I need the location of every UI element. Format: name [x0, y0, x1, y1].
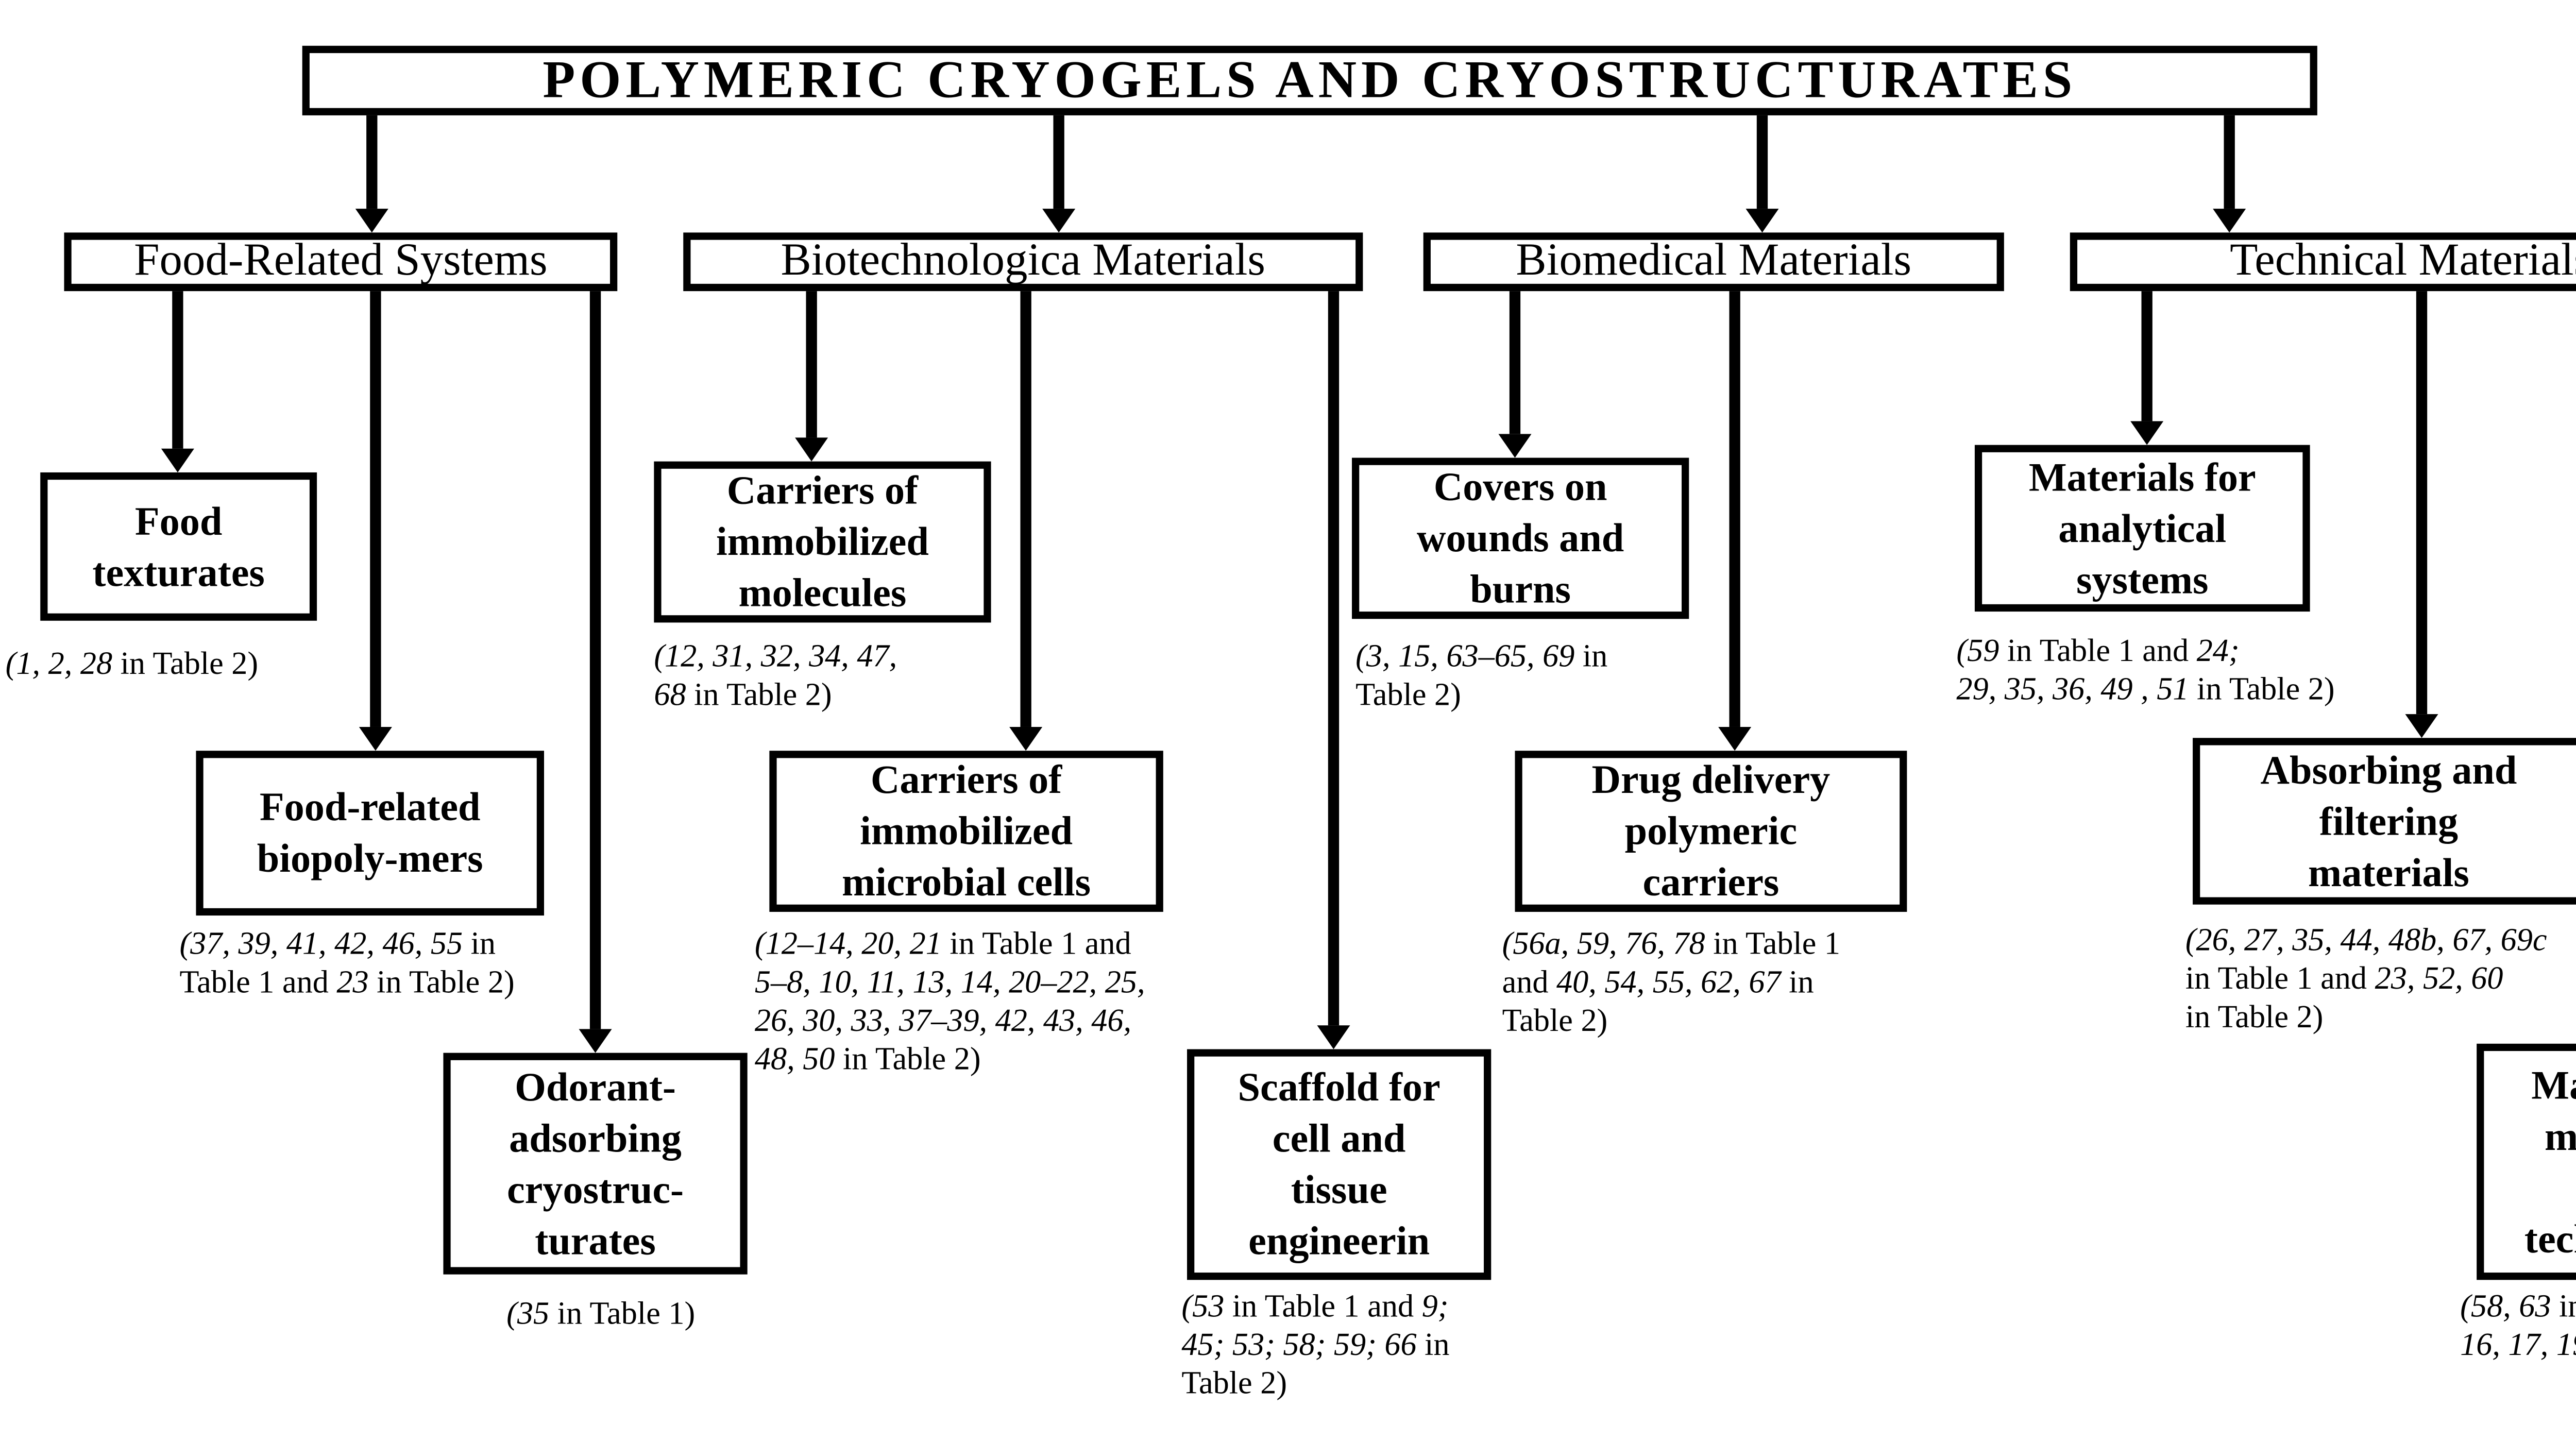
node-scaffold-cell-tissue-engineering: Scaffold for cell and tissue engineerin [1187, 1049, 1492, 1280]
arrowhead-biotech-to-scaffold [1317, 1025, 1350, 1049]
arrow-technical-to-analytical [2141, 291, 2153, 421]
node-absorbing-filtering-materials: Absorbing and filtering materials [2193, 738, 2576, 905]
arrow-biomedical-to-covers [1509, 291, 1521, 434]
node-carriers-immobilized-microbial-cells: Carriers of immobilized microbial cells [769, 751, 1163, 912]
arrowhead-root-to-biomedical [1745, 209, 1779, 233]
arrowhead-technical-to-absorbing [2405, 714, 2438, 738]
arrow-food-to-biopolymers [370, 291, 381, 727]
arrowhead-biotech-to-molecules [795, 437, 828, 462]
caption-absorbing-filtering-materials: (26, 27, 35, 44, 48b, 67, 69c in Table 1… [2185, 921, 2547, 1035]
caption-carriers-immobilized-molecules: (12, 31, 32, 34, 47, 68 in Table 2) [654, 637, 897, 713]
arrowhead-food-to-biopolymers [359, 726, 392, 751]
arrow-root-to-biomedical [1756, 115, 1768, 209]
caption-odorant-adsorbing-cryostructurates: (35 in Table 1) [506, 1294, 696, 1331]
node-odorant-adsorbing-cryostructurates: Odorant- adsorbing cryostruc- turates [443, 1053, 748, 1275]
caption-covers-wounds-burns: (3, 15, 63–65, 69 in Table 2) [1355, 637, 1608, 713]
caption-macroporous-materials-technical-aims: (58, 63 in Table 1 and 4, 16, 17, 19, 27… [2460, 1287, 2576, 1363]
arrowhead-root-to-technical [2213, 209, 2246, 233]
arrow-root-to-food [366, 115, 378, 209]
caption-scaffold-cell-tissue-engineering: (53 in Table 1 and 9; 45; 53; 58; 59; 66… [1181, 1287, 1450, 1401]
arrow-root-to-biotech [1053, 115, 1064, 209]
node-food-related-biopolymers: Food-related biopoly-mers [196, 751, 545, 916]
root-title-box: POLYMERIC CRYOGELS AND CRYOSTRUCTURATES [302, 45, 2317, 115]
caption-materials-analytical-systems: (59 in Table 1 and 24; 29, 35, 36, 49 , … [1956, 632, 2335, 707]
arrow-root-to-technical [2224, 115, 2235, 209]
arrowhead-biotech-to-microbial [1009, 726, 1043, 751]
arrow-food-to-odorant [589, 291, 601, 1029]
node-macroporous-materials-technical-aims: Macroporous materials of various technic… [2477, 1043, 2576, 1280]
arrow-food-to-texturates [172, 291, 183, 449]
branch-food-related-systems: Food-Related Systems [64, 232, 618, 292]
arrowhead-technical-to-analytical [2130, 421, 2164, 445]
arrowhead-biomedical-to-drug [1718, 726, 1752, 751]
caption-food-texturates: (1, 2, 28 in Table 2) [5, 645, 259, 682]
arrow-biotech-to-scaffold [1328, 291, 1340, 1026]
node-drug-delivery-polymeric-carriers: Drug delivery polymeric carriers [1515, 751, 1907, 912]
node-covers-wounds-burns: Covers on wounds and burns [1352, 457, 1689, 619]
node-carriers-immobilized-molecules: Carriers of immobilized molecules [654, 461, 991, 623]
arrowhead-biomedical-to-covers [1498, 434, 1532, 458]
arrow-technical-to-absorbing [2416, 291, 2428, 715]
arrowhead-food-to-odorant [579, 1029, 612, 1053]
arrow-biotech-to-molecules [806, 291, 817, 438]
node-materials-analytical-systems: Materials for analytical systems [1974, 445, 2310, 612]
arrow-biotech-to-microbial [1020, 291, 1031, 727]
arrow-biomedical-to-drug [1729, 291, 1740, 727]
branch-biotechnological-materials: Biotechnologica Materials [683, 232, 1363, 292]
branch-biomedical-materials: Biomedical Materials [1423, 232, 2004, 292]
caption-carriers-immobilized-microbial-cells: (12–14, 20, 21 in Table 1 and 5–8, 10, 1… [754, 924, 1145, 1077]
arrowhead-root-to-biotech [1042, 209, 1076, 233]
branch-technical-materials: Technical Materials [2070, 232, 2576, 292]
caption-drug-delivery-polymeric-carriers: (56a, 59, 76, 78 in Table 1 and 40, 54, … [1502, 924, 1841, 1039]
arrowhead-root-to-food [355, 209, 388, 233]
node-food-texturates: Food texturates [40, 472, 317, 621]
arrowhead-food-to-texturates [161, 448, 194, 472]
caption-food-related-biopolymers: (37, 39, 41, 42, 46, 55 in Table 1 and 2… [179, 924, 515, 1000]
